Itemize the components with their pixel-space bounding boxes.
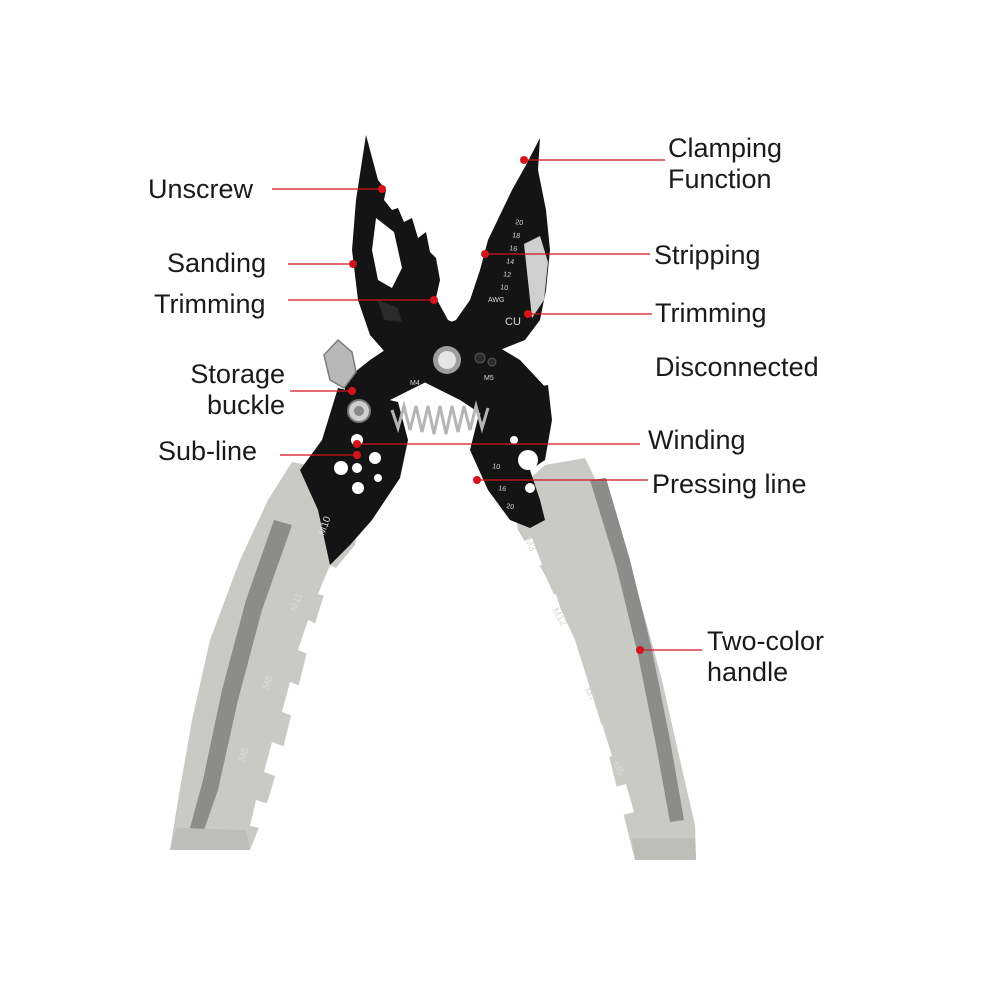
pointer-dot-unscrew	[378, 185, 386, 193]
label-pressing-line: Pressing line	[652, 469, 807, 499]
pointer-dot-two-color-handle	[636, 646, 644, 654]
label-trimming-left: Trimming	[154, 289, 266, 319]
label-clamping-function: Clamping Function	[668, 133, 782, 195]
pointer-lines	[272, 156, 702, 654]
label-storage-buckle: Storage buckle	[175, 359, 285, 421]
pointer-dot-sub-line	[353, 451, 361, 459]
gauge-mark: 16	[509, 245, 518, 253]
tool-markings: M4 M5 AWG CU 20 18 16 14 12 10 10 16 20	[410, 219, 524, 511]
marking-m4: M4	[410, 380, 420, 387]
marking-awg: AWG	[488, 297, 504, 304]
lower-gauge-marks: 10 16 20	[492, 463, 515, 511]
label-unscrew: Unscrew	[148, 174, 254, 204]
right-jaw	[345, 138, 550, 410]
marking-cu: CU	[505, 316, 521, 328]
handle-mark: M6	[236, 746, 251, 763]
gauge-mark: 18	[512, 232, 521, 240]
pointer-dot-trimming-right	[524, 310, 532, 318]
label-stripping: Stripping	[654, 240, 761, 270]
pointer-dot-sanding	[349, 260, 357, 268]
label-storage-line2: buckle	[206, 390, 285, 420]
gauge-mark: 10	[492, 463, 501, 471]
label-clamping-line1: Clamping	[668, 133, 783, 163]
label-two-color-handle: Two-color handle	[707, 626, 824, 688]
label-two-color-line2: handle	[707, 657, 789, 687]
gauge-mark: 20	[515, 219, 524, 227]
left-handle	[170, 462, 362, 850]
pointer-dot-storage-buckle	[348, 387, 356, 395]
marking-m5: M5	[484, 375, 494, 382]
jaw-gauge-marks: 20 18 16 14 12 10	[500, 219, 524, 292]
pointer-dot-stripping	[481, 250, 489, 258]
storage-buckle	[323, 338, 371, 423]
label-storage-line1: Storage	[190, 359, 285, 389]
gauge-mark: 16	[498, 485, 507, 493]
spring	[390, 400, 490, 435]
gauge-mark: 10	[500, 284, 509, 292]
label-clamping-line2: Function	[668, 164, 772, 194]
label-sanding: Sanding	[167, 248, 267, 278]
gauge-mark: 20	[506, 503, 515, 511]
label-disconnected: Disconnected	[655, 352, 819, 382]
label-sub-line: Sub-line	[158, 436, 258, 466]
pointer-dot-winding	[353, 440, 361, 448]
handle-mark: M8	[260, 674, 275, 691]
label-two-color-line1: Two-color	[707, 626, 825, 656]
label-winding: Winding	[648, 425, 746, 455]
gauge-mark: 12	[503, 271, 512, 279]
pointer-dot-trimming-left	[430, 296, 438, 304]
pointer-dot-pressing-line	[473, 476, 481, 484]
gauge-mark: 14	[506, 258, 515, 266]
label-trimming-right: Trimming	[655, 298, 767, 328]
pointer-dot-clamping	[520, 156, 528, 164]
